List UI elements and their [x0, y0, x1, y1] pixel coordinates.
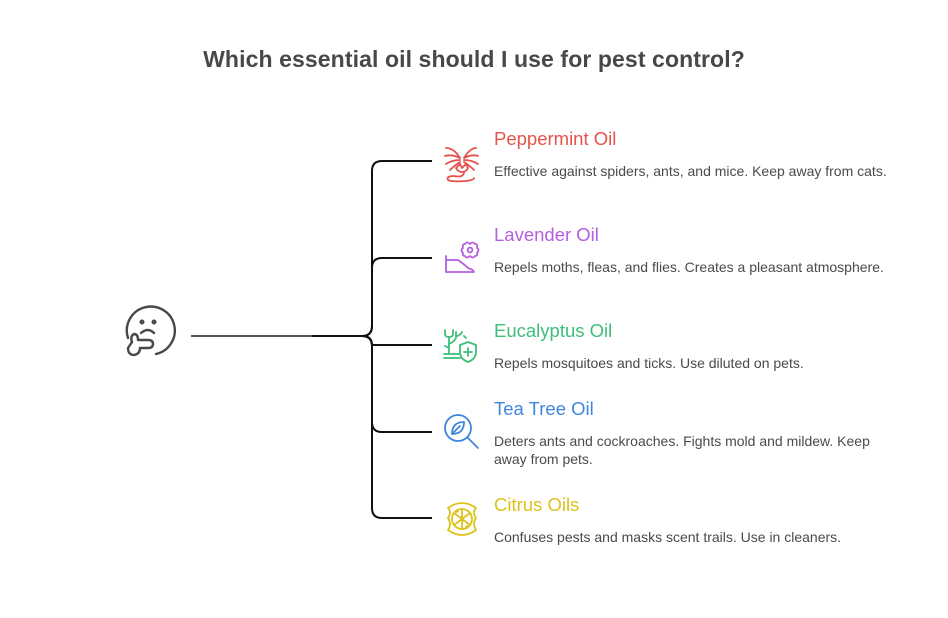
option-name: Lavender Oil	[494, 224, 599, 245]
citrus-slice-icon	[440, 498, 484, 542]
option-description: Confuses pests and masks scent trails. U…	[494, 529, 842, 545]
option-description: Effective against spiders, ants, and mic…	[494, 163, 887, 179]
option-name: Eucalyptus Oil	[494, 320, 613, 341]
option-description: Repels moths, fleas, and flies. Creates …	[494, 259, 884, 275]
flower-hand-icon	[440, 238, 484, 282]
thinking-face-icon	[120, 302, 182, 368]
option-name: Tea Tree Oil	[494, 398, 594, 419]
option-name: Citrus Oils	[494, 494, 580, 515]
option-description: Repels mosquitoes and ticks. Use diluted…	[494, 355, 804, 371]
palm-tree-spider-icon	[440, 142, 484, 186]
leaf-magnifier-icon	[440, 410, 484, 454]
option-name: Peppermint Oil	[494, 128, 617, 149]
tree-shield-icon	[440, 324, 484, 368]
option-description: Deters ants and cockroaches. Fights mold…	[494, 433, 870, 467]
page-title: Which essential oil should I use for pes…	[203, 46, 745, 72]
